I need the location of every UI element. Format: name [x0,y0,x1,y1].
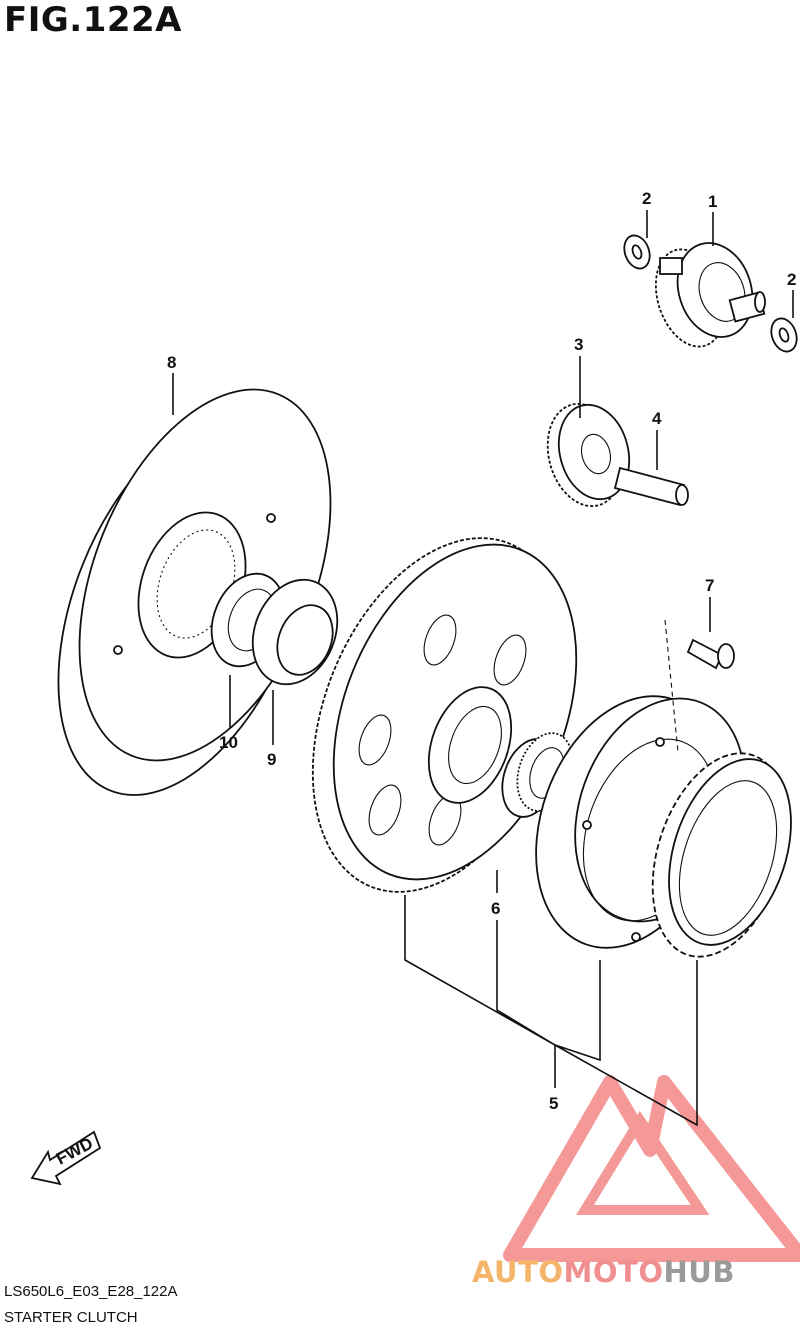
figure-code: LS650L6_E03_E28_122A [4,1283,178,1300]
callout-6: 6 [491,899,500,918]
part-1-idler-gear [654,242,766,348]
part-2-washer-right [770,317,798,353]
callout-7: 7 [705,576,714,595]
leader-lines [172,210,794,1127]
callout-4: 4 [652,409,662,428]
part-3-reduction-gear [546,403,631,507]
watermark-part-1: AUTO [472,1255,564,1289]
callout-5: 5 [549,1094,558,1113]
watermark-text: AUTOMOTOHUB [472,1255,735,1289]
watermark-logo [503,1075,800,1262]
part-7-bolt [664,619,735,753]
figure-caption: STARTER CLUTCH [4,1309,138,1326]
callout-1: 1 [708,192,717,211]
callout-3: 3 [574,335,583,354]
fwd-arrow-icon: FWD [30,1130,102,1186]
callout-9: 9 [267,750,276,769]
part-9-nut [251,578,339,686]
callout-2-left: 2 [642,189,651,208]
part-2-washer-left [623,234,651,270]
figure-title: FIG.122A [4,0,182,40]
part-4-shaft [613,466,689,507]
watermark-part-2: MOTO [563,1255,664,1289]
one-way-clutch [651,752,792,958]
callout-8: 8 [167,353,176,372]
watermark-part-3: HUB [663,1255,735,1289]
callout-2-right: 2 [787,270,796,289]
callout-10: 10 [219,733,238,752]
